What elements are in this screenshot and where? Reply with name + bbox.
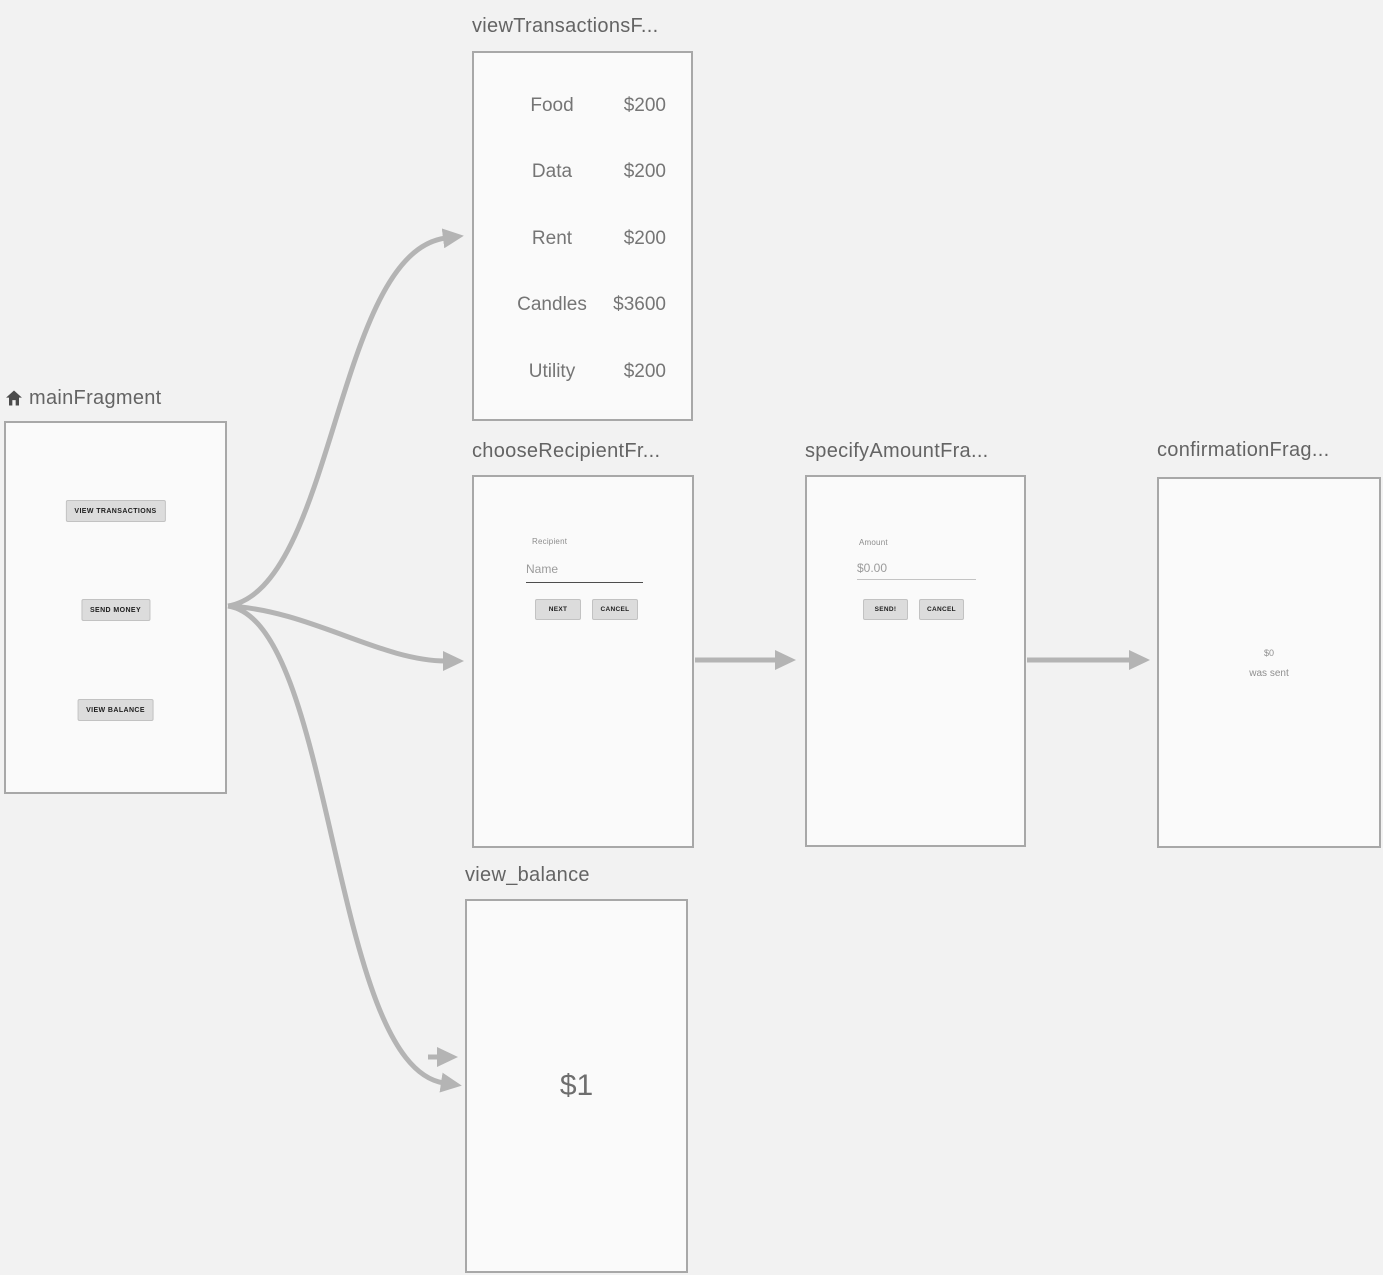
preview-next-button: NEXT — [535, 599, 581, 620]
recipient-field-label: Recipient — [532, 537, 568, 546]
transaction-amount: $200 — [623, 228, 666, 249]
transaction-row: Rent $200 — [474, 227, 691, 251]
transaction-label: Rent — [531, 228, 573, 249]
recipient-name-input: Name — [526, 562, 559, 576]
home-icon — [6, 390, 22, 406]
transaction-label: Data — [531, 161, 573, 182]
fragment-title-confirmation[interactable]: confirmationFrag... — [1157, 438, 1329, 462]
balance-amount: $1 — [559, 1069, 594, 1102]
edge-main-to-chooserecipient[interactable] — [227, 603, 464, 671]
fragment-node-confirmation[interactable]: $0 was sent — [1157, 477, 1381, 848]
input-underline — [857, 579, 976, 580]
fragment-title-specifyamount[interactable]: specifyAmountFra... — [805, 439, 989, 463]
transaction-row: Utility $200 — [474, 360, 691, 384]
fragment-node-main[interactable]: VIEW TRANSACTIONS SEND MONEY VIEW BALANC… — [4, 421, 227, 794]
transaction-label: Candles — [517, 294, 587, 315]
confirmation-caption: was sent — [1249, 668, 1289, 679]
confirmation-amount: $0 — [1263, 648, 1274, 658]
preview-cancel-button: CANCEL — [592, 599, 638, 620]
fragment-title-chooserecipient[interactable]: chooseRecipientFr... — [472, 439, 660, 463]
fragment-node-specifyamount[interactable]: Amount $0.00 SEND! CANCEL — [805, 475, 1026, 847]
fragment-node-viewbalance[interactable]: $1 — [465, 899, 688, 1273]
fragment-title-main[interactable]: mainFragment — [4, 386, 162, 410]
transaction-amount: $200 — [623, 161, 666, 182]
fragment-title-label: mainFragment — [29, 386, 162, 409]
preview-send-button: SEND! — [863, 599, 908, 620]
edge-main-to-viewtransactions[interactable] — [227, 228, 464, 609]
transaction-row: Data $200 — [474, 160, 691, 184]
preview-view-balance-button: VIEW BALANCE — [77, 699, 154, 721]
transaction-row: Food $200 — [474, 94, 691, 118]
amount-input: $0.00 — [857, 561, 888, 575]
input-underline — [526, 582, 643, 583]
transaction-amount: $200 — [623, 361, 666, 382]
fragment-node-viewtransactions[interactable]: Food $200 Data $200 Rent $200 Candles $3… — [472, 51, 693, 421]
transaction-amount: $3600 — [613, 294, 666, 315]
fragment-title-label: confirmationFrag... — [1157, 438, 1330, 461]
preview-view-transactions-button: VIEW TRANSACTIONS — [65, 500, 166, 522]
fragment-title-viewtransactions[interactable]: viewTransactionsF... — [472, 14, 658, 38]
edge-main-to-viewbalance[interactable] — [227, 603, 462, 1093]
fragment-title-label: specifyAmountFra... — [805, 439, 989, 462]
fragment-title-label: chooseRecipientFr... — [472, 439, 661, 462]
fragment-title-viewbalance[interactable]: view_balance — [465, 863, 590, 887]
transaction-row: Candles $3600 — [474, 293, 691, 317]
amount-field-label: Amount — [859, 538, 888, 547]
transaction-label: Food — [530, 95, 574, 116]
fragment-node-chooserecipient[interactable]: Recipient Name NEXT CANCEL — [472, 475, 694, 848]
transaction-label: Utility — [528, 361, 576, 382]
preview-cancel-button: CANCEL — [919, 599, 964, 620]
fragment-title-label: viewTransactionsF... — [472, 14, 659, 37]
preview-send-money-button: SEND MONEY — [80, 599, 151, 621]
fragment-title-label: view_balance — [465, 863, 590, 886]
transaction-amount: $200 — [623, 95, 666, 116]
